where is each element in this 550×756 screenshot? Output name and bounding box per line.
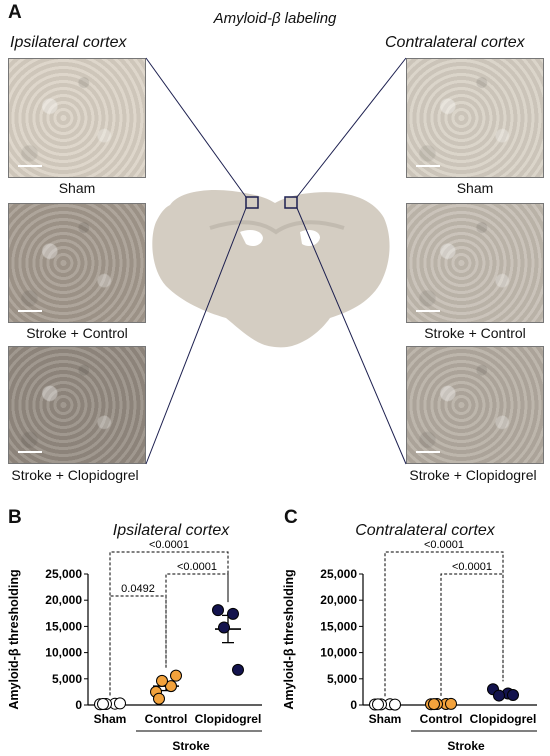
caption-ipsi-stroke-control: Stroke + Control bbox=[26, 325, 128, 341]
x-tick-label: Control bbox=[420, 712, 463, 726]
p-value-label: <0.0001 bbox=[177, 561, 217, 573]
scale-bar bbox=[416, 451, 440, 453]
comparison-bracket bbox=[109, 551, 229, 696]
roi-box-contralateral bbox=[284, 196, 298, 209]
y-tick-label: 10,000 bbox=[320, 646, 357, 660]
caption-ipsi-stroke-clopidogrel: Stroke + Clopidogrel bbox=[11, 467, 139, 483]
micrograph-contra-sham bbox=[406, 58, 544, 178]
brain-corpus-callosum bbox=[209, 220, 345, 235]
data-point bbox=[372, 698, 384, 711]
group-label: Stroke bbox=[172, 739, 210, 753]
caption-ipsi-sham: Sham bbox=[58, 180, 96, 196]
scale-bar bbox=[18, 165, 42, 167]
y-tick-label: 0 bbox=[75, 698, 82, 712]
group-label: Stroke bbox=[447, 739, 485, 753]
comparison-bracket bbox=[165, 573, 229, 668]
panel-c-letter: C bbox=[284, 507, 298, 528]
data-point bbox=[212, 604, 224, 617]
micrograph-ipsi-sham bbox=[8, 58, 146, 178]
scale-bar bbox=[18, 310, 42, 312]
data-point bbox=[227, 607, 239, 620]
y-tick-label: 0 bbox=[350, 698, 357, 712]
caption-contra-sham: Sham bbox=[456, 180, 494, 196]
y-tick-label: 15,000 bbox=[320, 619, 357, 633]
data-point bbox=[156, 674, 168, 687]
data-point bbox=[114, 697, 126, 710]
data-point bbox=[389, 698, 401, 711]
x-tick-label: Sham bbox=[369, 712, 402, 726]
brain-section bbox=[152, 189, 390, 348]
ipsilateral-heading: Ipsilateral cortex bbox=[10, 34, 127, 51]
scale-bar bbox=[18, 451, 42, 453]
p-value-label: <0.0001 bbox=[424, 540, 464, 551]
comparison-bracket bbox=[384, 551, 504, 697]
y-tick-label: 5,000 bbox=[327, 672, 357, 686]
y-tick-label: 15,000 bbox=[45, 619, 82, 633]
p-value-label: <0.0001 bbox=[149, 540, 189, 551]
scale-bar bbox=[416, 310, 440, 312]
micrograph-contra-stroke-clopidogrel bbox=[406, 346, 544, 464]
p-value-label: 0.0492 bbox=[121, 583, 155, 595]
panel-b-title: Ipsilateral cortex bbox=[112, 522, 230, 539]
zoom-line bbox=[296, 207, 407, 465]
brain-section-overlay bbox=[145, 57, 407, 465]
panel-a-letter: A bbox=[8, 2, 22, 23]
p-value-label: <0.0001 bbox=[452, 561, 492, 573]
y-tick-label: 20,000 bbox=[320, 593, 357, 607]
panel-c-title: Contralateral cortex bbox=[355, 522, 495, 539]
contralateral-heading: Contralateral cortex bbox=[385, 34, 525, 51]
data-point bbox=[165, 680, 177, 693]
comparison-bracket bbox=[440, 573, 504, 696]
y-axis-label: Amyloid-β thresholding bbox=[282, 569, 296, 709]
micrograph-contra-stroke-control bbox=[406, 203, 544, 323]
zoom-line bbox=[145, 57, 247, 198]
data-point bbox=[232, 663, 244, 676]
data-point bbox=[428, 698, 440, 711]
caption-contra-stroke-clopidogrel: Stroke + Clopidogrel bbox=[409, 467, 537, 483]
zoom-line bbox=[296, 57, 407, 198]
x-tick-label: Control bbox=[145, 712, 188, 726]
data-point bbox=[218, 621, 230, 634]
roi-box-ipsilateral bbox=[245, 196, 259, 209]
chart-ipsilateral: 0 5,000 10,000 15,000 20,000 25,000 Amyloid-β … bbox=[7, 540, 262, 753]
panel-a-title: Amyloid-β labeling bbox=[213, 10, 337, 27]
caption-contra-stroke-control: Stroke + Control bbox=[424, 325, 526, 341]
y-tick-label: 20,000 bbox=[45, 593, 82, 607]
data-point bbox=[493, 689, 505, 702]
zoom-line bbox=[145, 207, 247, 465]
data-point bbox=[153, 692, 165, 705]
x-tick-label: Clopidogrel bbox=[470, 712, 537, 726]
y-tick-label: 25,000 bbox=[45, 567, 82, 581]
micrograph-ipsi-stroke-control bbox=[8, 203, 146, 323]
y-tick-label: 5,000 bbox=[52, 672, 82, 686]
y-tick-label: 10,000 bbox=[45, 646, 82, 660]
y-tick-label: 25,000 bbox=[320, 567, 357, 581]
data-point bbox=[507, 689, 519, 702]
data-point bbox=[445, 697, 457, 710]
data-point bbox=[170, 669, 182, 682]
scale-bar bbox=[416, 165, 440, 167]
x-tick-label: Sham bbox=[94, 712, 127, 726]
chart-contralateral: 0 5,000 10,000 15,000 20,000 25,000 Amyloid-β … bbox=[282, 540, 537, 753]
data-point bbox=[97, 698, 109, 711]
x-tick-label: Clopidogrel bbox=[195, 712, 262, 726]
micrograph-ipsi-stroke-clopidogrel bbox=[8, 346, 146, 464]
brain-ventricle-left bbox=[240, 230, 263, 246]
y-axis-label: Amyloid-β thresholding bbox=[7, 569, 21, 709]
panel-b-letter: B bbox=[8, 507, 22, 528]
